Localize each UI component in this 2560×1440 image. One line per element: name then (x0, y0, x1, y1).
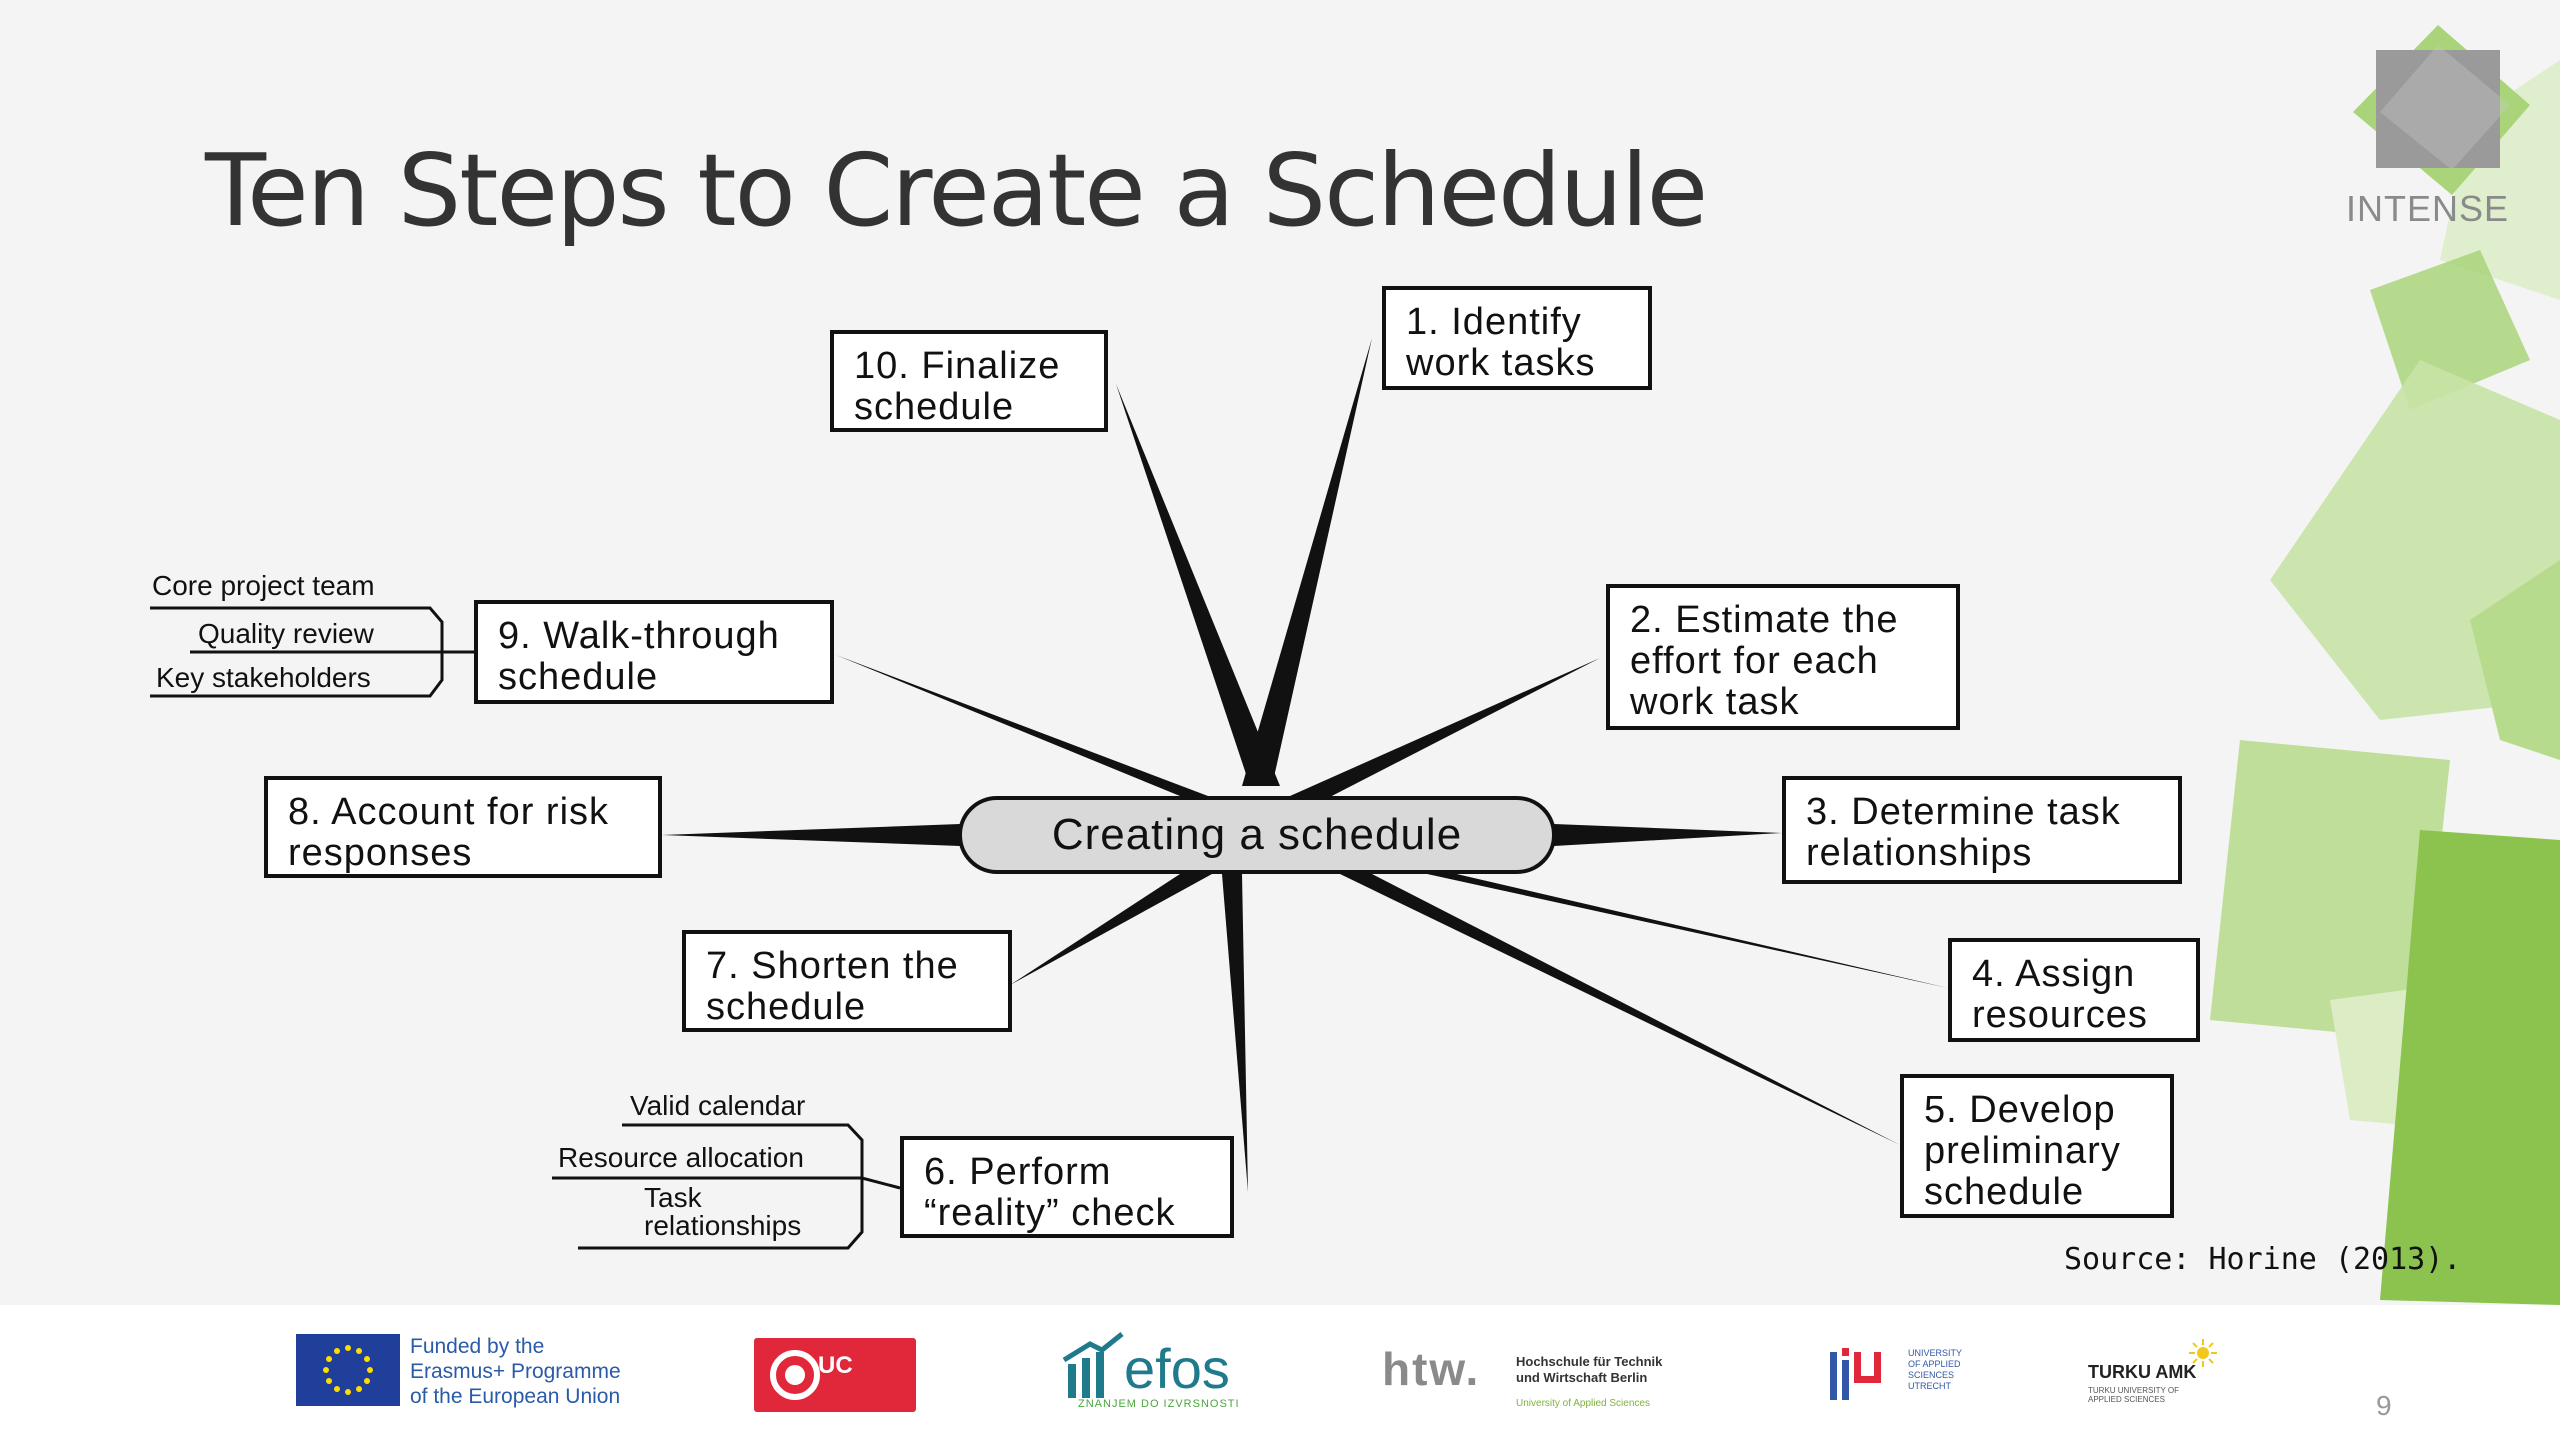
hu-logo-icon (1830, 1348, 1881, 1400)
eu-text-line: of the European Union (410, 1385, 621, 1408)
spoke-9 (836, 655, 1208, 796)
step-6-line: “reality” check (924, 1192, 1176, 1234)
deco-square (2210, 740, 2450, 1040)
step-3-line: 3. Determine task (1806, 791, 2121, 833)
step-10-box: 10. Finalize schedule (830, 330, 1108, 432)
step-5-line: schedule (1924, 1171, 2085, 1213)
hu-name-line: SCIENCES (1908, 1370, 1955, 1380)
step6-sub-item: relationships (644, 1210, 802, 1241)
step-1-box: 1. Identify work tasks (1382, 286, 1652, 390)
eu-funding-text: Funded by the Erasmus+ Programme of the … (410, 1334, 621, 1409)
htw-name-line: und Wirtschaft Berlin (1516, 1370, 1648, 1385)
center-node: Creating a schedule (958, 796, 1556, 874)
step6-sub-item: Resource allocation (558, 1142, 804, 1173)
step-5-line: preliminary (1924, 1130, 2121, 1172)
spoke-3 (1554, 824, 1782, 846)
step-8-line: responses (288, 832, 473, 874)
ucll-logo (754, 1338, 916, 1412)
step6-sub-item: Valid calendar (630, 1090, 806, 1121)
spoke-7 (1010, 874, 1212, 985)
step-2-line: work task (1630, 681, 1800, 723)
spoke-2 (1290, 658, 1600, 800)
spoke-6 (1222, 874, 1248, 1192)
step6-sub-item: Task (644, 1182, 702, 1213)
efos-logo-icon (1062, 1332, 1124, 1398)
spoke-8 (662, 824, 960, 846)
eu-text-line: Funded by the (410, 1335, 545, 1358)
efos-logo-text: efos (1124, 1337, 1230, 1400)
sun-icon (2189, 1339, 2217, 1367)
step-8-box: 8. Account for risk responses (264, 776, 662, 878)
htw-name-line: Hochschule für Technik (1516, 1354, 1663, 1369)
hu-name-line: OF APPLIED (1908, 1359, 1961, 1369)
ucll-logo-text: UC (818, 1352, 853, 1379)
brand-name: INTENSE (2346, 188, 2510, 229)
spoke-10 (1116, 384, 1280, 786)
source-citation: Source: Horine (2013). (2064, 1242, 2462, 1277)
hu-name-line: UTRECHT (1908, 1381, 1951, 1391)
ucll-circle-icon (770, 1350, 820, 1400)
step-8-line: 8. Account for risk (288, 791, 610, 833)
step-10-line: schedule (854, 386, 1015, 428)
step9-sub-item: Quality review (198, 618, 374, 649)
step9-sub-item: Core project team (152, 570, 375, 601)
step-1-line: 1. Identify (1406, 301, 1582, 343)
step-10-line: 10. Finalize (854, 345, 1061, 387)
turku-name-line: TURKU UNIVERSITY OF (2088, 1386, 2179, 1395)
htw-logo-text: htw. (1382, 1343, 1481, 1395)
step-6-line: 6. Perform (924, 1151, 1112, 1193)
step-2-line: 2. Estimate the (1630, 599, 1899, 641)
step-4-line: resources (1972, 994, 2148, 1036)
spoke-5 (1340, 874, 1900, 1145)
deco-square (2370, 250, 2530, 410)
step-7-line: 7. Shorten the (706, 945, 959, 987)
intense-logo-icon (2353, 25, 2530, 195)
spoke-4 (1418, 872, 1948, 988)
step-7-line: schedule (706, 986, 867, 1028)
page-number: 9 (2376, 1390, 2392, 1421)
eu-flag-icon (296, 1334, 400, 1406)
slide-title: Ten Steps to Create a Schedule (205, 132, 1708, 249)
htw-name: Hochschule für Technik und Wirtschaft Be… (1516, 1354, 1662, 1386)
step6-bracket-mid (552, 1176, 901, 1190)
step-5-line: 5. Develop (1924, 1089, 2116, 1131)
step9-sub-item: Key stakeholders (156, 662, 371, 693)
hu-name-line: UNIVERSITY (1908, 1348, 1963, 1358)
deco-square (2470, 560, 2560, 760)
eu-text-line: Erasmus+ Programme (410, 1360, 621, 1383)
step-9-line: 9. Walk-through (498, 615, 780, 657)
step-2-box: 2. Estimate the effort for each work tas… (1606, 584, 1960, 730)
step-9-box: 9. Walk-through schedule (474, 600, 834, 704)
step-5-box: 5. Develop preliminary schedule (1900, 1074, 2174, 1218)
step-2-line: effort for each (1630, 640, 1879, 682)
step-7-box: 7. Shorten the schedule (682, 930, 1012, 1032)
step-4-box: 4. Assign resources (1948, 938, 2200, 1042)
step-4-line: 4. Assign (1972, 953, 2136, 995)
turku-name-line: APPLIED SCIENCES (2088, 1395, 2165, 1404)
deco-square (2380, 830, 2560, 1305)
spoke-1 (1242, 338, 1372, 786)
htw-subtitle: University of Applied Sciences (1516, 1398, 1650, 1409)
step6-bracket (578, 1123, 864, 1250)
step-3-line: relationships (1806, 832, 2033, 874)
turku-logo-text: TURKU AMK (2088, 1362, 2197, 1382)
turku-name: TURKU UNIVERSITY OF APPLIED SCIENCES (2088, 1386, 2179, 1404)
hu-name: UNIVERSITY OF APPLIED SCIENCES UTRECHT (1908, 1348, 1962, 1392)
step-3-box: 3. Determine task relationships (1782, 776, 2182, 884)
efos-slogan: ZNANJEM DO IZVRSNOSTI (1078, 1398, 1240, 1410)
step-9-line: schedule (498, 656, 659, 698)
step-1-line: work tasks (1406, 342, 1596, 384)
footer (0, 1305, 2560, 1440)
step-6-box: 6. Perform “reality” check (900, 1136, 1234, 1238)
